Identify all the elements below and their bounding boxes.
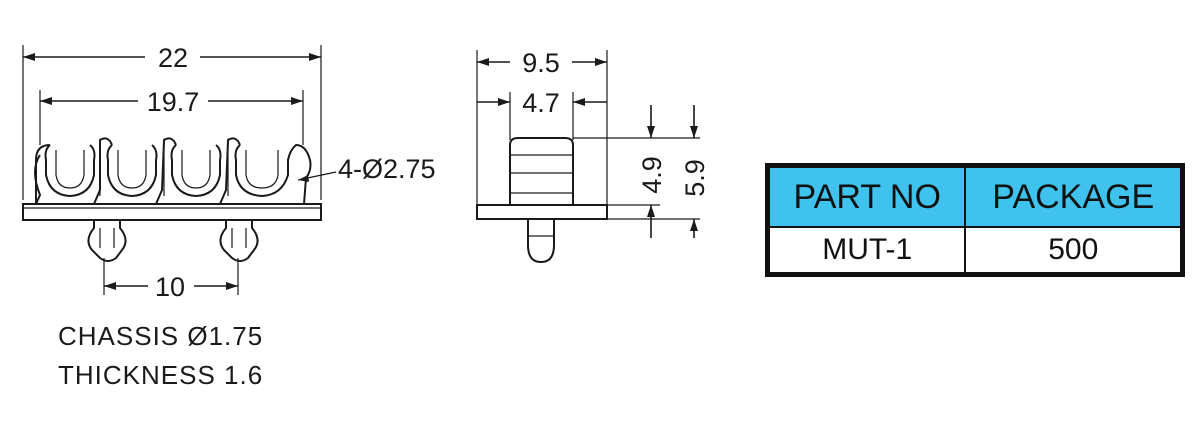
dim-label-19-7: 19.7	[147, 87, 200, 117]
dim-pin-spacing: 10	[103, 258, 239, 302]
dim-label-4-9: 4.9	[637, 156, 667, 194]
note-thickness: THICKNESS 1.6	[58, 360, 263, 390]
dim-label-22: 22	[158, 43, 188, 73]
header-part-no: PART NO	[766, 164, 967, 228]
front-view: 22 19.7	[22, 43, 436, 302]
dim-label-9-5: 9.5	[522, 48, 560, 78]
side-pin	[527, 219, 555, 264]
side-view: 9.5 4.7 4.9	[476, 48, 710, 264]
spec-table-header-row: PART NO PACKAGE	[766, 164, 1184, 228]
dim-side-body-height: 4.9	[637, 105, 667, 238]
table-row: MUT-1 500	[766, 226, 1184, 276]
dim-label-5-9: 5.9	[680, 159, 710, 197]
dim-side-overall-height: 5.9	[680, 105, 710, 238]
cell-part-no: MUT-1	[766, 226, 967, 276]
dim-side-overall-width: 9.5	[476, 48, 608, 210]
dim-overall-width: 22	[22, 43, 322, 200]
header-package: PACKAGE	[964, 164, 1184, 228]
side-base	[476, 204, 608, 220]
dim-label-10: 10	[155, 272, 185, 302]
spec-table: PART NO PACKAGE MUT-1 500	[765, 163, 1185, 277]
clip-base	[22, 203, 322, 221]
dim-inner-width: 19.7	[39, 87, 304, 145]
mounting-pins	[87, 220, 259, 262]
hole-callout: 4-Ø2.75	[338, 154, 436, 184]
dim-side-top-width: 4.7	[477, 88, 607, 140]
note-chassis: CHASSIS Ø1.75	[58, 321, 263, 351]
side-body	[509, 137, 574, 205]
dim-label-4-7: 4.7	[522, 88, 560, 118]
cell-package: 500	[964, 226, 1184, 276]
u-clips	[34, 137, 312, 205]
